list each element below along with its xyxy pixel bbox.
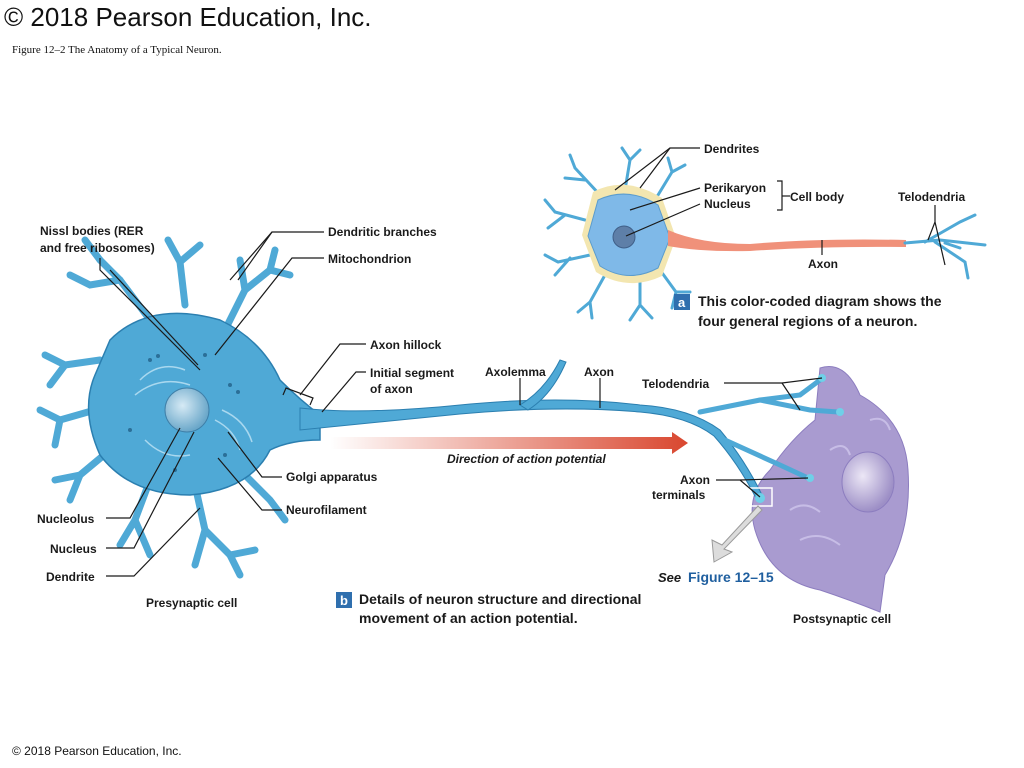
label-axolemma: Axolemma xyxy=(485,365,546,379)
label-axon-terminals-line1: Axon xyxy=(680,473,710,487)
postsynaptic-cell xyxy=(751,366,909,613)
presynaptic-nucleus xyxy=(164,387,210,433)
panel-a-leaders xyxy=(614,147,946,266)
terminal-highlight-box xyxy=(749,487,773,507)
panel-b-description-line1: Details of neuron structure and directio… xyxy=(359,591,641,607)
panel-b-leaders xyxy=(99,231,823,577)
panel-b-badge-letter: b xyxy=(340,593,348,608)
label-perikaryon: Perikaryon xyxy=(704,181,766,195)
label-panel-b-axon: Axon xyxy=(584,365,614,379)
axolemma-branch xyxy=(519,359,567,411)
presynaptic-telodendria xyxy=(697,377,841,481)
postsynaptic-nucleus xyxy=(841,451,895,513)
figure-caption: Figure 12–2 The Anatomy of a Typical Neu… xyxy=(12,44,222,56)
slide-title: © 2018 Pearson Education, Inc. xyxy=(4,2,372,32)
label-dendrite: Dendrite xyxy=(46,570,95,584)
label-initial-segment-line1: Initial segment xyxy=(370,366,454,380)
panel-a-axon xyxy=(668,230,906,252)
panel-a-description-line2: four general regions of a neuron. xyxy=(698,313,917,329)
label-dendritic-branches: Dendritic branches xyxy=(328,225,437,239)
panel-a-nucleus xyxy=(612,225,636,249)
panel-a-telodendria xyxy=(903,213,987,280)
label-dendrites: Dendrites xyxy=(704,142,760,156)
label-see: See xyxy=(658,570,681,585)
label-panel-b-telodendria: Telodendria xyxy=(642,377,709,391)
label-panel-a-nucleus: Nucleus xyxy=(704,197,751,211)
label-nucleolus: Nucleolus xyxy=(37,512,95,526)
axon-hillock-bracket xyxy=(282,387,314,406)
label-panel-a-telodendria: Telodendria xyxy=(898,190,965,204)
panel-b-badge xyxy=(336,592,352,608)
postsynaptic-organelles xyxy=(789,417,891,546)
label-cell-body: Cell body xyxy=(790,190,844,204)
label-initial-segment-line2: of axon xyxy=(370,382,413,396)
label-axon-terminals-line2: terminals xyxy=(652,488,706,502)
label-panel-a-axon: Axon xyxy=(808,257,838,271)
presynaptic-dendrites xyxy=(36,236,294,579)
direction-arrow xyxy=(330,432,688,454)
label-presynaptic-cell: Presynaptic cell xyxy=(146,596,237,610)
panel-a-description-line1: This color-coded diagram shows the xyxy=(698,293,942,309)
label-nissl-line1: Nissl bodies (RER xyxy=(40,224,144,238)
label-nissl-line2: and free ribosomes) xyxy=(40,241,155,255)
label-neurofilament: Neurofilament xyxy=(286,503,367,517)
label-axon-hillock: Axon hillock xyxy=(370,338,442,352)
panel-a-badge-letter: a xyxy=(678,295,686,310)
label-postsynaptic-cell: Postsynaptic cell xyxy=(793,612,891,626)
footer-copyright: © 2018 Pearson Education, Inc. xyxy=(12,744,182,758)
label-mitochondrion: Mitochondrion xyxy=(328,252,411,266)
see-figure-arrow xyxy=(711,505,763,563)
panel-b-description-line2: movement of an action potential. xyxy=(359,610,578,626)
panel-a-badge xyxy=(674,294,690,310)
figure-12-15-link[interactable]: Figure 12–15 xyxy=(688,569,774,585)
label-panel-b-nucleus: Nucleus xyxy=(50,542,97,556)
label-direction: Direction of action potential xyxy=(447,452,606,466)
label-golgi: Golgi apparatus xyxy=(286,470,378,484)
